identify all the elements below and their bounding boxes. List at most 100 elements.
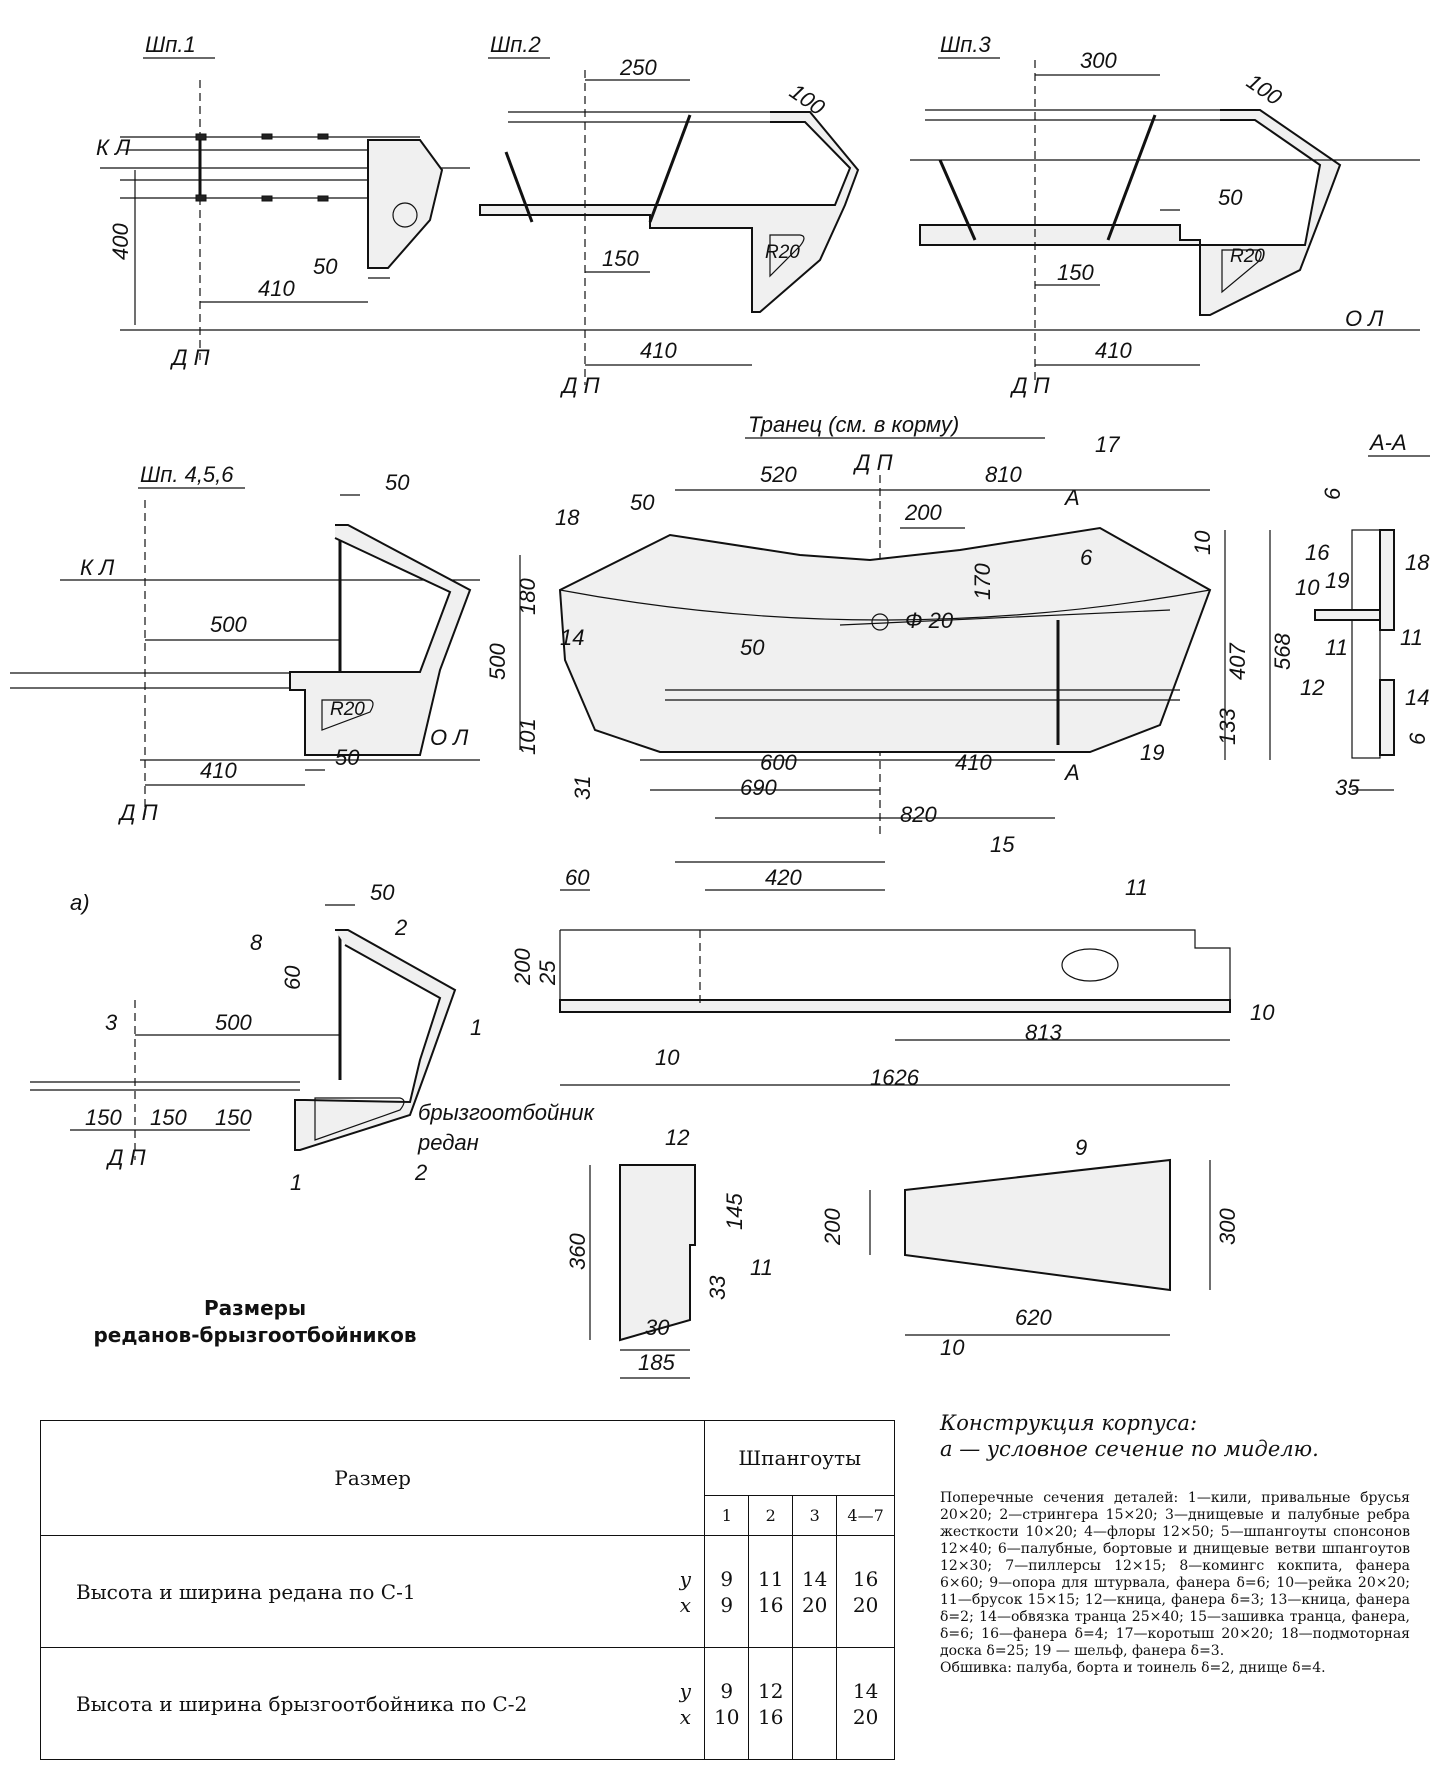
dim-568: 568 (1270, 633, 1295, 670)
dp-label-456: Д П (117, 800, 158, 825)
part-2-bottom: 2 (414, 1160, 427, 1185)
part-17: 17 (1095, 432, 1120, 457)
frame-1-sponson (367, 139, 444, 269)
part-12: 12 (665, 1125, 689, 1150)
dim-133: 133 (1215, 708, 1240, 745)
dim-33: 33 (705, 1275, 730, 1300)
coaming-part: 60 420 200 25 813 1626 10 10 11 (510, 861, 1275, 1090)
heading-line-2: реданов-брызгоотбойников (93, 1323, 417, 1347)
dim-35: 35 (1335, 775, 1360, 800)
frame-3-section: Шп.3 R20 300 100 50 150 410 Д П (910, 32, 1420, 398)
dim-410: 410 (258, 276, 295, 301)
frame-456-title: Шп. 4,5,6 (140, 462, 234, 487)
redan-dimensions-table: Размер Шпангоуты 1 2 3 4—7 Высота и шири… (39, 1420, 895, 1760)
dim-101: 101 (515, 718, 540, 755)
dim-60-part: 60 (565, 865, 590, 890)
dim-400: 400 (108, 223, 133, 260)
dp-label-midship: Д П (105, 1145, 146, 1170)
kl-label: К Л (96, 135, 131, 160)
caption-subtitle: а — условное сечение по миделю. (940, 1437, 1319, 1461)
dim-50-456-bottom: 50 (335, 745, 360, 770)
part-18-aa: 18 (1405, 550, 1430, 575)
dim-410-transom: 410 (955, 750, 992, 775)
dim-250: 250 (619, 55, 657, 80)
r20-label-456: R20 (330, 699, 365, 720)
dim-1626: 1626 (870, 1065, 920, 1090)
kl-label-456: К Л (80, 555, 115, 580)
part-11-aa-2: 11 (1400, 625, 1423, 650)
dim-6-aa-bottom: 6 (1405, 732, 1430, 745)
dim-150-c: 150 (215, 1105, 252, 1130)
ol-label-top: О Л (1345, 306, 1384, 331)
section-mark-a-bottom: А (1063, 760, 1080, 785)
frame-3-title: Шп.3 (940, 32, 991, 57)
part-12-aa: 12 (1300, 675, 1324, 700)
transom-title: Транец (см. в корму) (748, 412, 959, 437)
wheel-support-part-9: 9 200 300 620 10 (820, 1135, 1240, 1360)
dim-180: 180 (515, 578, 540, 615)
dim-200-support: 200 (820, 1208, 845, 1246)
legend-text: Поперечные сечения деталей: 1—кили, прив… (940, 1490, 1410, 1659)
dim-600: 600 (760, 750, 797, 775)
dim-820: 820 (900, 802, 937, 827)
dp-label-2: Д П (559, 373, 600, 398)
dim-500-midship: 500 (215, 1010, 252, 1035)
cell (792, 1647, 838, 1760)
frame-456-section: Шп. 4,5,6 К Л R20 50 500 410 50 О Л Д П (10, 462, 480, 825)
frame-2-sponson (479, 111, 860, 313)
row-label-redan: Высота и ширина редана по С-1 (40, 1535, 667, 1648)
parts-legend: Поперечные сечения деталей: 1—кили, прив… (940, 1490, 1410, 1677)
midship-sponson (294, 929, 457, 1151)
frame-456-sponson (289, 524, 472, 756)
dim-50-transom: 50 (630, 490, 655, 515)
part-11-aa: 11 (1325, 635, 1348, 660)
frame-col-1: 1 (704, 1495, 750, 1536)
dim-150-b: 150 (150, 1105, 187, 1130)
part-16: 16 (1305, 540, 1330, 565)
part-18-transom: 18 (555, 505, 580, 530)
dim-50: 50 (313, 254, 338, 279)
frame-col-3: 3 (792, 1495, 838, 1536)
table-header-size: Размер (39, 1420, 706, 1536)
aa-title: А-А (1368, 430, 1407, 455)
dp-label-1: Д П (169, 345, 210, 370)
dim-150-a: 150 (85, 1105, 122, 1130)
dim-50-midship: 50 (370, 880, 395, 905)
frame-1-section: Шп.1 К Л 400 410 50 Д П (96, 32, 470, 370)
part-14-transom: 14 (560, 625, 584, 650)
dim-185: 185 (638, 1350, 675, 1375)
r20-label-3: R20 (1230, 246, 1265, 267)
frame-2-section: Шп.2 R20 250 100 150 410 Д П (479, 32, 860, 398)
figure-caption: Конструкция корпуса: а — условное сечени… (940, 1410, 1440, 1462)
dim-813: 813 (1025, 1020, 1062, 1045)
sheathing-text: Обшивка: палуба, борта и тоинель δ=2, дн… (940, 1660, 1326, 1676)
dim-300-support: 300 (1215, 1208, 1240, 1245)
part-8: 8 (250, 930, 263, 955)
midship-section: а) 50 60 500 8 2 1 3 брызгоотбойник реда… (30, 880, 596, 1195)
dim-410-456: 410 (200, 758, 237, 783)
dim-620: 620 (1015, 1305, 1052, 1330)
part-14-aa: 14 (1405, 685, 1429, 710)
frame-2-title: Шп.2 (490, 32, 541, 57)
knee-plate (619, 1164, 696, 1342)
frame-col-2: 2 (748, 1495, 794, 1536)
dim-410-3: 410 (1095, 338, 1132, 363)
part-11-part: 11 (1125, 875, 1148, 900)
dim-31: 31 (570, 776, 595, 800)
part-1-bottom: 1 (290, 1170, 302, 1195)
part-19-aa: 19 (1325, 568, 1349, 593)
dim-500-transom: 500 (485, 643, 510, 680)
splash-label: брызгоотбойник (418, 1100, 596, 1125)
part-2-top: 2 (394, 915, 407, 940)
part-19-transom: 19 (1140, 740, 1164, 765)
dim-407: 407 (1225, 643, 1250, 680)
transom-view: Транец (см. в корму) Д П 520 810 200 50 … (485, 412, 1295, 857)
dim-30: 30 (645, 1315, 670, 1340)
phi20-label: Ф 20 (905, 608, 954, 633)
dp-label-3: Д П (1009, 373, 1050, 398)
table-row: Высота и ширина брызгоотбойника по С-2 y… (40, 1647, 895, 1760)
